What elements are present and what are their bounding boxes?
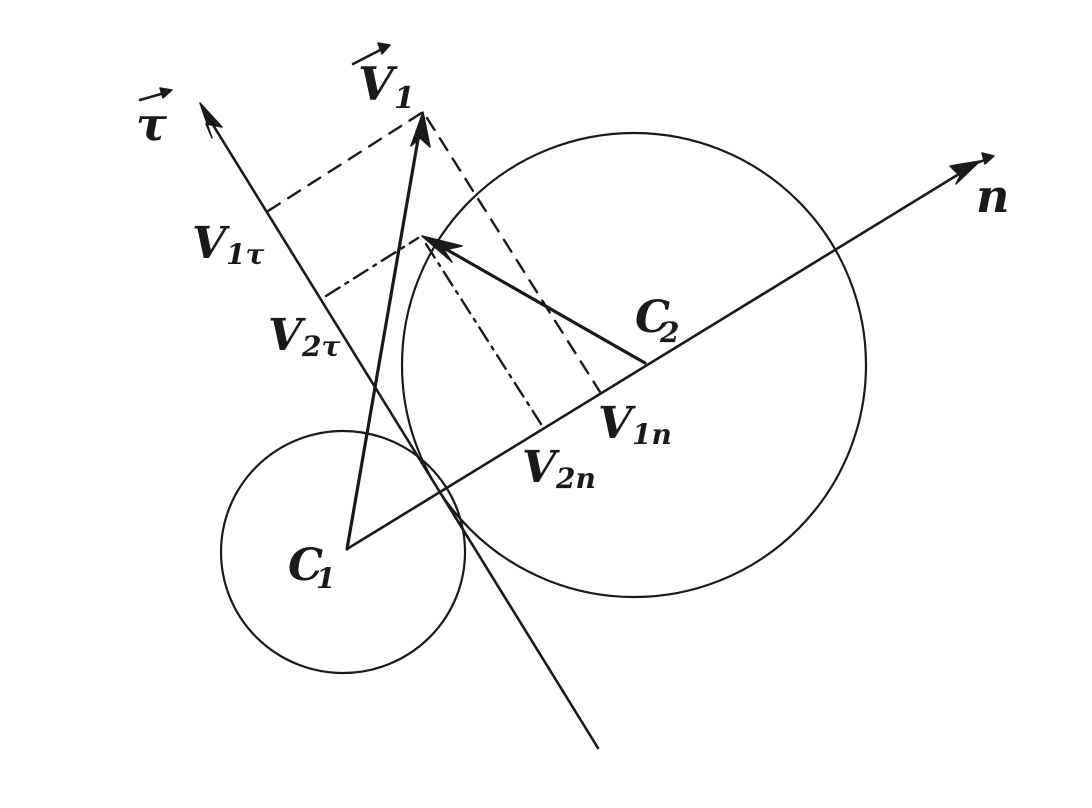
v1-vector-arrowhead xyxy=(410,111,431,148)
svg-text:V: V xyxy=(598,398,636,449)
v1-tau-projection xyxy=(266,110,425,213)
svg-text:n: n xyxy=(976,169,1009,223)
svg-text:C: C xyxy=(288,540,323,591)
svg-text:2n: 2n xyxy=(555,462,596,495)
tau-axis-arrowhead xyxy=(199,102,223,139)
v2-tau-label: V 2τ xyxy=(268,310,340,363)
n-axis-arrowhead xyxy=(949,160,981,185)
tau-axis-line xyxy=(203,110,600,750)
svg-text:1τ: 1τ xyxy=(226,238,264,271)
svg-text:V: V xyxy=(268,310,306,361)
n-axis-line xyxy=(345,164,974,551)
v2-vector-line xyxy=(428,238,647,365)
v1-vector-line xyxy=(345,120,423,551)
circle-c2 xyxy=(400,131,868,599)
svg-text:C: C xyxy=(635,292,670,343)
v2-n-label: V 2n xyxy=(522,442,596,495)
svg-text:1n: 1n xyxy=(632,418,672,451)
n-axis-label: n xyxy=(956,152,1009,223)
v2-n-projection xyxy=(424,242,543,426)
v1-label: V 1 xyxy=(351,42,415,116)
v1-n-label: V 1n xyxy=(598,398,672,451)
v2-tau-projection xyxy=(324,236,420,298)
c1-label: C 1 xyxy=(288,540,335,595)
tau-axis-label: τ xyxy=(136,87,173,151)
svg-text:1: 1 xyxy=(316,562,335,595)
v2-vector-arrowhead xyxy=(421,235,463,263)
svg-text:V: V xyxy=(358,57,398,111)
svg-text:1: 1 xyxy=(394,81,415,116)
svg-text:2: 2 xyxy=(659,316,679,349)
v1-n-projection xyxy=(425,116,602,394)
svg-text:V: V xyxy=(192,218,230,269)
circle-c1 xyxy=(219,429,467,675)
v1-tau-label: V 1τ xyxy=(192,218,264,271)
c2-label: C 2 xyxy=(635,292,679,349)
svg-text:τ: τ xyxy=(136,97,167,151)
svg-text:2τ: 2τ xyxy=(301,330,340,363)
svg-text:V: V xyxy=(522,442,560,493)
